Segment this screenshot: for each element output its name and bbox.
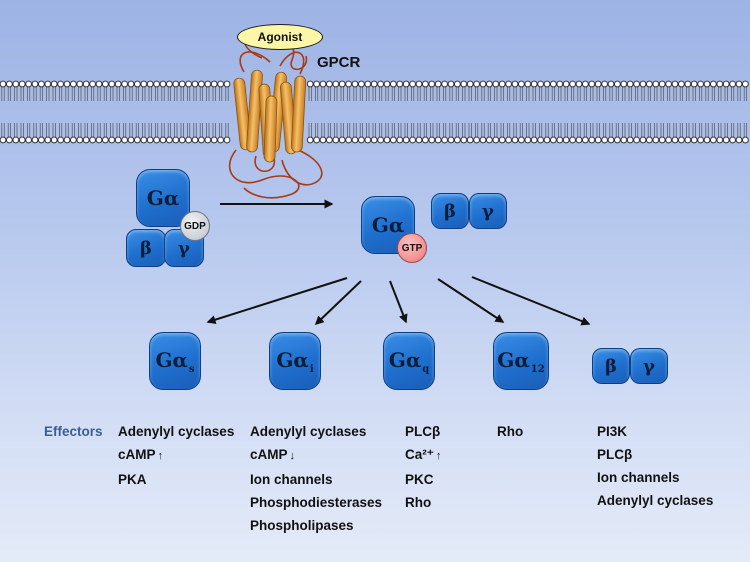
increase-arrow-icon: ↑	[435, 450, 442, 462]
effector-text: Phosphodiesterases	[250, 495, 383, 510]
membrane-inner-leaflet	[0, 123, 749, 144]
effector-item: Ion channels	[597, 466, 713, 489]
effector-text: Ca²⁺	[405, 447, 434, 462]
free-gbeta: β	[431, 193, 469, 229]
effector-item: PLCβ	[597, 443, 713, 466]
effector-text: Rho	[497, 424, 524, 439]
effector-text: Adenylyl cyclases	[250, 424, 367, 439]
inactive-ggamma-label: γ	[178, 237, 190, 259]
free-ggamma-label: γ	[482, 200, 494, 222]
galpha-i-label: Gαi	[276, 347, 314, 375]
gdp-label: GDP	[184, 220, 206, 232]
effectors-galpha-s: Adenylyl cyclases cAMP↑ PKA	[118, 420, 234, 491]
galpha-q-box: Gαq	[383, 332, 435, 390]
galpha-s-box: Gαs	[149, 332, 201, 390]
galpha-12-box: Gα12	[493, 332, 549, 390]
effector-text: PI3K	[597, 424, 628, 439]
membrane-outer-leaflet	[0, 80, 749, 101]
effector-text: PLCβ	[405, 424, 441, 439]
effectors-title: Effectors	[44, 424, 103, 439]
effector-text: Adenylyl cyclases	[597, 493, 714, 508]
arrow-to-galpha-s	[206, 277, 348, 325]
effector-item: Phospholipases	[250, 514, 382, 537]
inactive-gbeta-label: β	[140, 237, 152, 259]
inactive-galpha-label: Gα	[146, 186, 180, 210]
galpha-i-box: Gαi	[269, 332, 321, 390]
free-gbeta-label: β	[444, 200, 456, 222]
effector-text: cAMP	[118, 447, 156, 462]
agonist-label: Agonist	[237, 24, 323, 50]
arrow-to-beta-gamma	[471, 276, 591, 326]
gtp-circle: GTP	[397, 233, 427, 263]
galpha-s-label: Gαs	[155, 347, 195, 375]
effector-item: Adenylyl cyclases	[597, 489, 713, 512]
effector-text: Ion channels	[597, 470, 680, 485]
gbeta-box: β	[592, 348, 630, 384]
effector-item: Adenylyl cyclases	[250, 420, 382, 443]
effector-item: Ca²⁺↑	[405, 443, 441, 468]
effector-text: PLCβ	[597, 447, 633, 462]
effector-text: PKC	[405, 472, 434, 487]
ggamma-box: γ	[630, 348, 668, 384]
effector-item: Phosphodiesterases	[250, 491, 382, 514]
effector-item: PI3K	[597, 420, 713, 443]
decrease-arrow-icon: ↓	[289, 450, 296, 462]
galpha-12-label: Gα12	[497, 347, 545, 375]
effector-item: PKC	[405, 468, 441, 491]
effector-item: PKA	[118, 468, 234, 491]
increase-arrow-icon: ↑	[157, 450, 164, 462]
gdp-circle: GDP	[180, 211, 210, 241]
effector-item: PLCβ	[405, 420, 441, 443]
inactive-galpha: Gα	[136, 169, 190, 227]
transmembrane-helices	[233, 69, 307, 163]
arrow-to-galpha-q	[389, 280, 408, 324]
active-galpha-label: Gα	[371, 213, 405, 237]
gtp-label: GTP	[401, 242, 423, 254]
effector-text: Adenylyl cyclases	[118, 424, 235, 439]
arrow-to-galpha-i	[314, 280, 362, 326]
ggamma-label: γ	[643, 355, 655, 377]
arrow-to-galpha-12	[437, 278, 505, 323]
effector-text: Rho	[405, 495, 432, 510]
gpcr-label: GPCR	[317, 54, 361, 71]
free-ggamma: γ	[469, 193, 507, 229]
effector-text: Ion channels	[250, 472, 333, 487]
effector-item: Rho	[497, 420, 523, 443]
effector-item: cAMP↓	[250, 443, 382, 468]
effector-text: cAMP	[250, 447, 288, 462]
gbeta-label: β	[605, 355, 617, 377]
effector-item: Rho	[405, 491, 441, 514]
effectors-galpha-12: Rho	[497, 420, 523, 443]
effector-text: Phospholipases	[250, 518, 354, 533]
inactive-gbeta: β	[126, 229, 166, 267]
effector-item: Adenylyl cyclases	[118, 420, 234, 443]
effector-text: PKA	[118, 472, 147, 487]
effector-item: Ion channels	[250, 468, 382, 491]
effector-item: cAMP↑	[118, 443, 234, 468]
galpha-q-label: Gαq	[388, 347, 430, 375]
